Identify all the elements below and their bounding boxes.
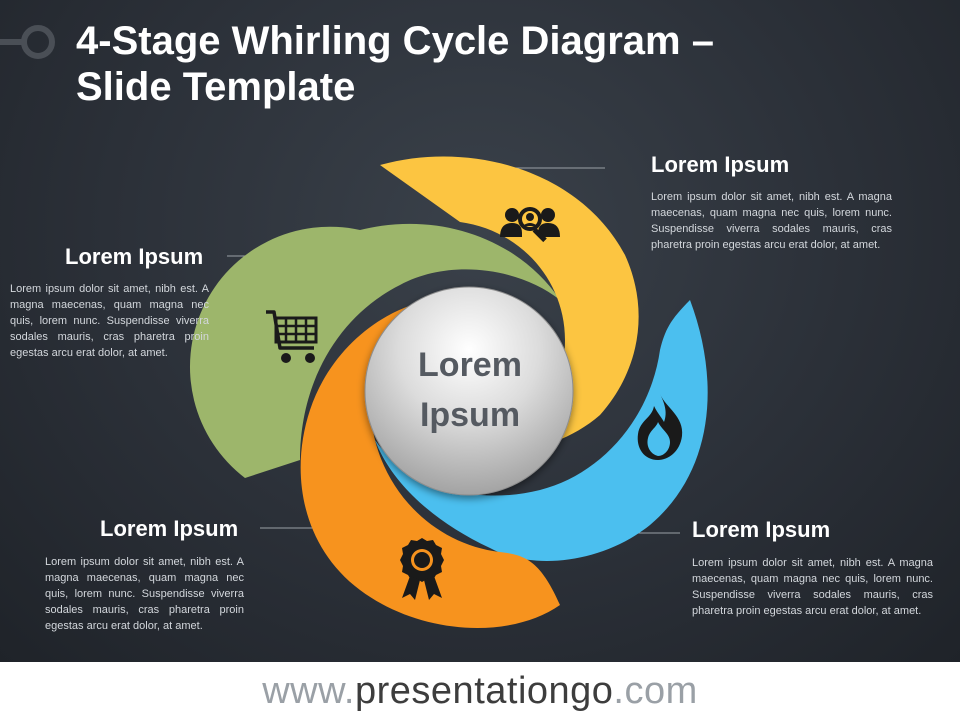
ring-logo-icon [0,25,55,59]
center-sphere [364,286,574,496]
customer-search-icon [500,207,560,243]
flame-icon [637,394,683,460]
footer-prefix: www. [262,670,355,712]
slide-title-line-2: Slide Template [76,65,356,109]
stage-orange-heading: Lorem Ipsum [100,516,239,541]
center-label-line-2: Ipsum [419,396,521,434]
stage-blue-heading: Lorem Ipsum [692,517,831,542]
stage-yellow-heading: Lorem Ipsum [651,152,790,177]
slide-title-line-1: 4-Stage Whirling Cycle Diagram – [76,19,714,63]
whirling-cycle-diagram [189,156,708,628]
stage-yellow-text: Lorem ipsum dolor sit amet, nibh est. A … [651,191,892,251]
center-label-line-1: Lorem [418,346,522,384]
award-ribbon-icon [400,538,444,600]
stage-green-text: Lorem ipsum dolor sit amet, nibh est. A … [10,283,209,359]
segment-green [189,223,560,478]
shopping-cart-icon [266,310,318,363]
segment-yellow [380,156,639,456]
slide-canvas: 4-Stage Whirling Cycle Diagram – Slide T… [0,0,960,662]
stage-orange-text: Lorem ipsum dolor sit amet, nibh est. A … [45,556,244,632]
footer-website: www.presentationgo.com [0,662,960,720]
slide-title: 4-Stage Whirling Cycle Diagram – Slide T… [76,18,936,110]
footer-suffix: .com [613,670,698,712]
center-label: Lorem Ipsum [370,340,570,440]
stage-green-heading: Lorem Ipsum [65,244,204,269]
footer-brand: presentationgo [355,670,614,712]
stage-blue-text: Lorem ipsum dolor sit amet, nibh est. A … [692,557,933,617]
segment-blue [375,300,708,561]
